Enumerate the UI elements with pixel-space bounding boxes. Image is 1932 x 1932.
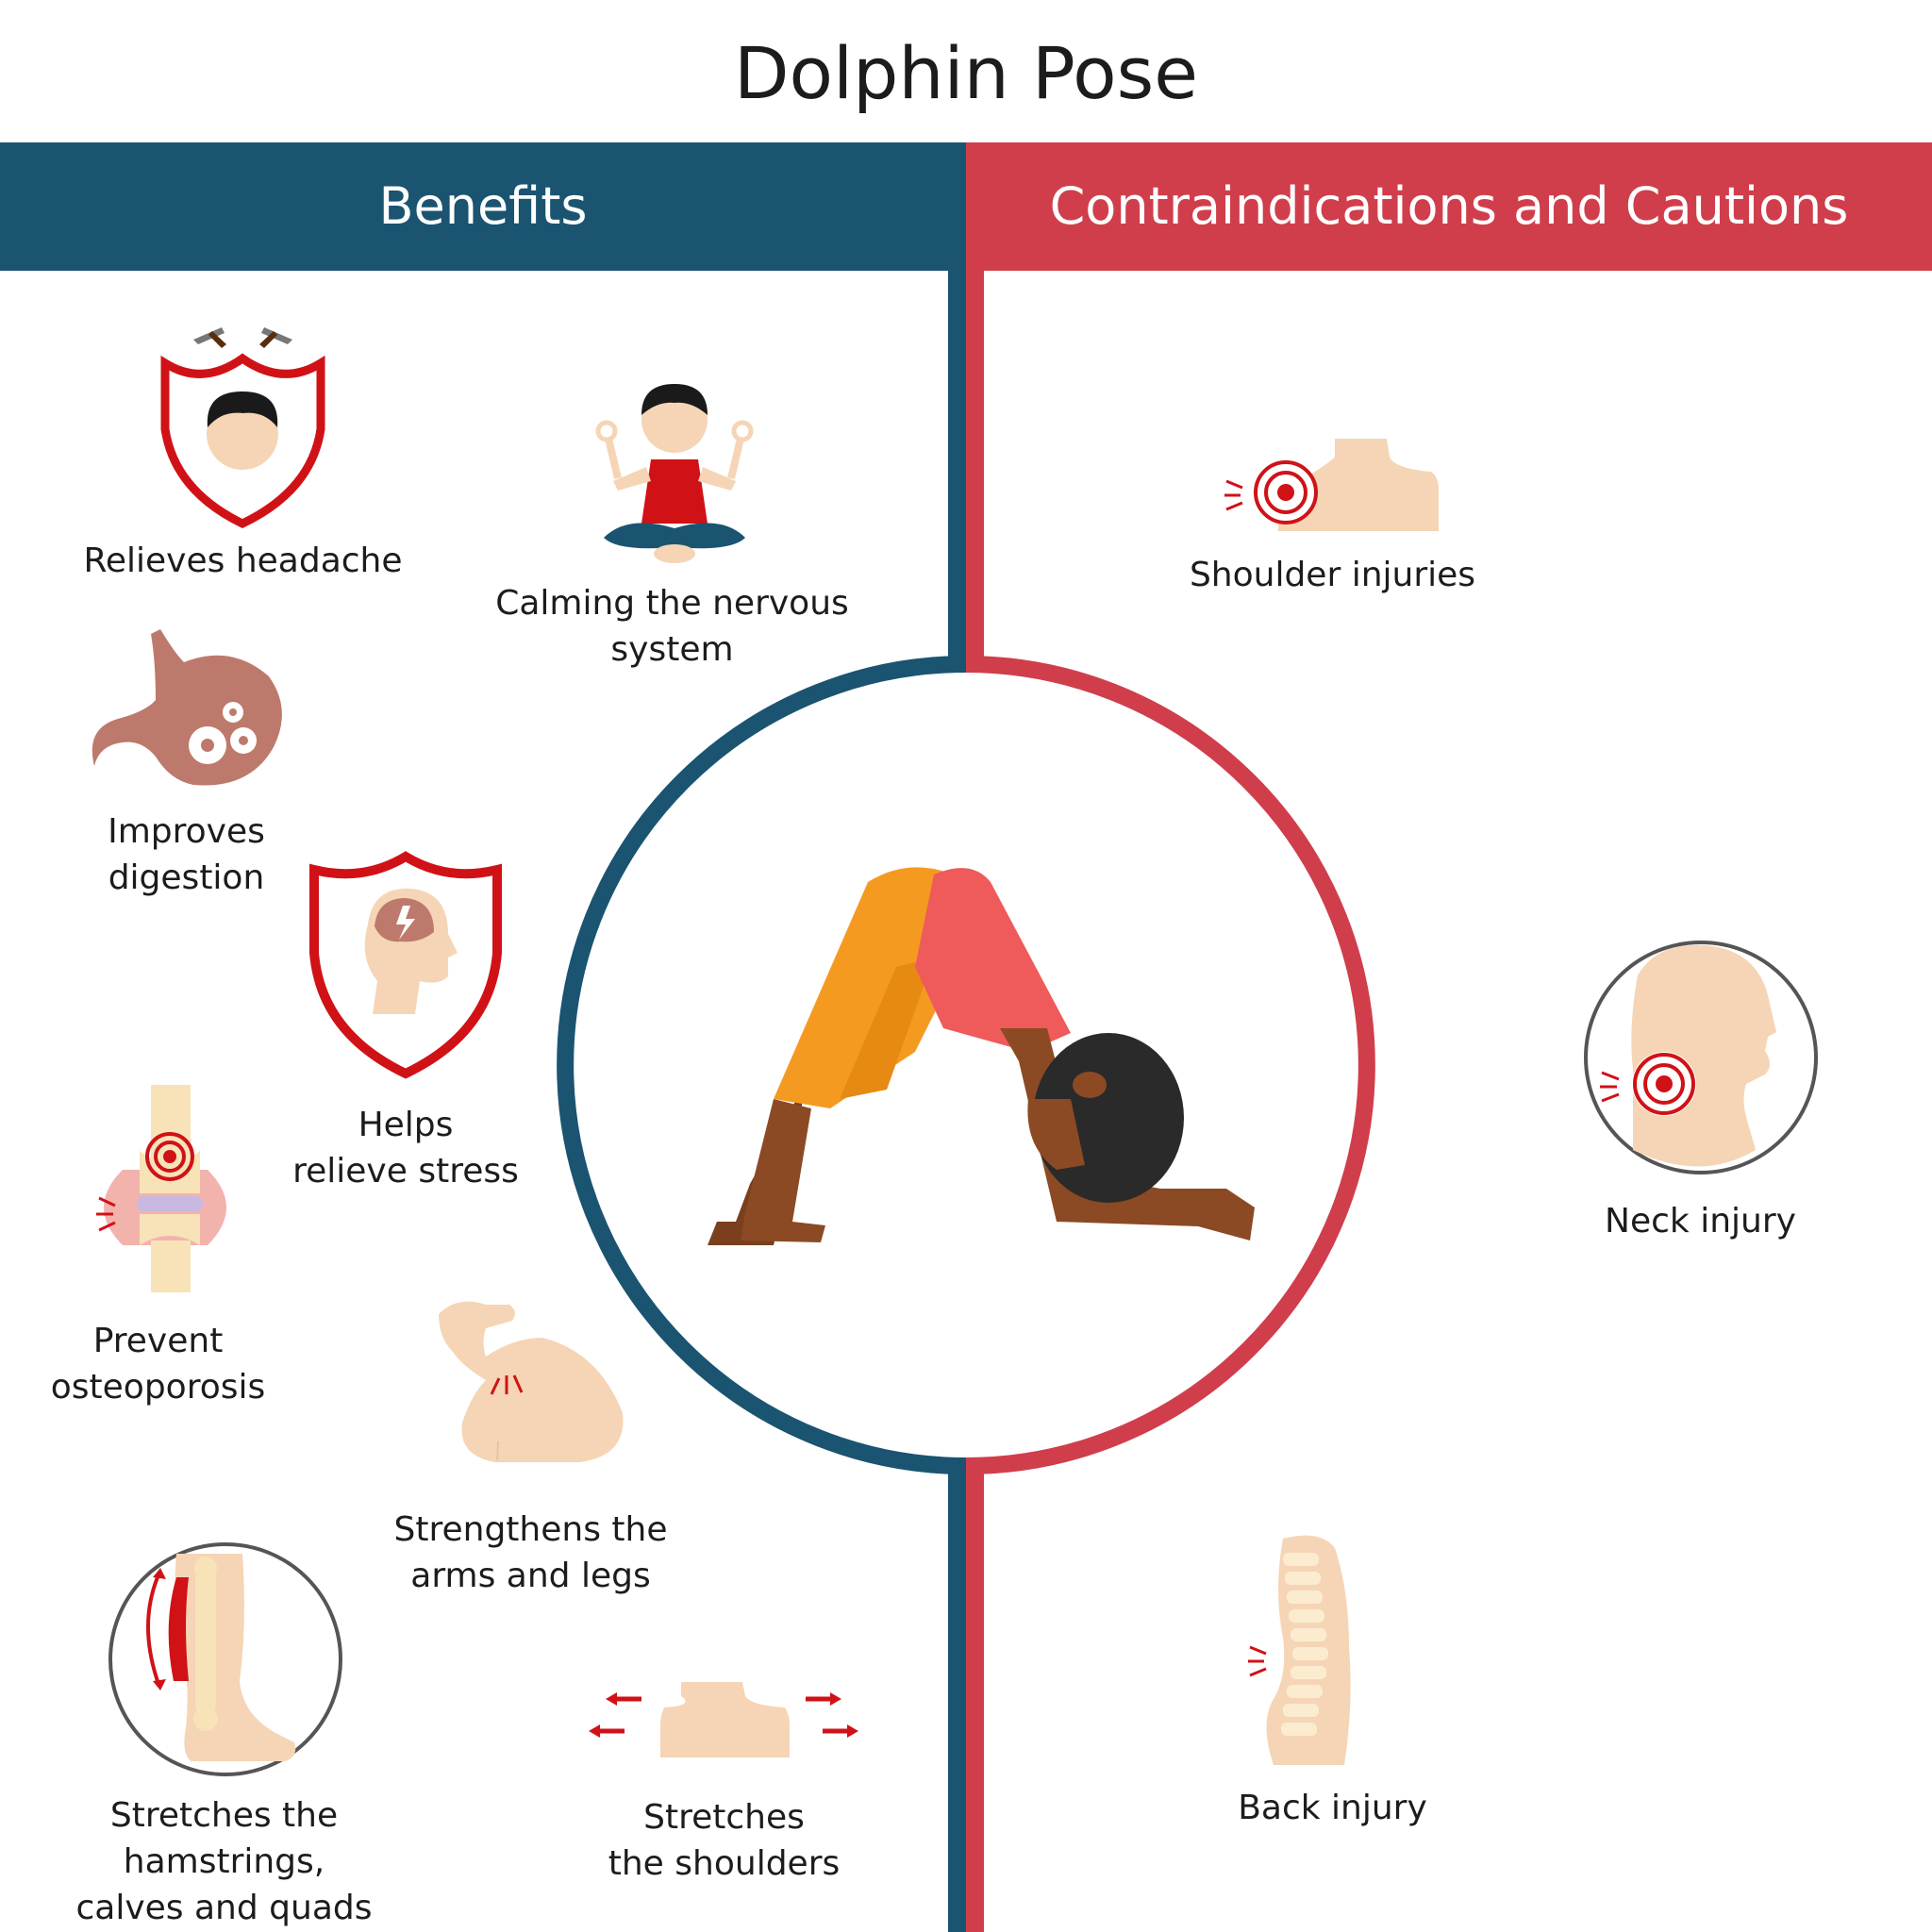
benefit-label-prevent-osteoporosis: Prevent osteoporosis — [50, 1322, 266, 1407]
benefit-label-relieves-headache: Relieves headache — [83, 541, 403, 580]
shoulders-stretch-icon — [589, 1682, 858, 1757]
contra-divider-bottom — [966, 1457, 984, 1932]
flexed-arm-icon — [439, 1301, 624, 1462]
neck-pain-icon — [1584, 941, 1818, 1174]
benefit-label-improves-digestion: Improves digestion — [108, 812, 265, 897]
knee-joint-icon — [96, 1085, 226, 1292]
benefits-divider-top — [948, 271, 966, 672]
caution-label-shoulder-injuries: Shoulder injuries — [1189, 556, 1476, 594]
shield-brain-icon — [309, 851, 502, 1079]
caution-label-back-injury: Back injury — [1238, 1789, 1427, 1827]
benefits-header: Benefits — [0, 142, 966, 271]
stomach-gears-icon — [92, 629, 282, 786]
benefit-label-stretches-shoulders: Stretches the shoulders — [608, 1798, 841, 1883]
spine-pain-icon — [1248, 1535, 1351, 1765]
page-title: Dolphin Pose — [734, 31, 1198, 115]
meditation-icon — [595, 384, 754, 563]
shield-head-icon — [160, 327, 325, 528]
benefit-label-stretches-hamstrings: Stretches the hamstrings, calves and qua… — [75, 1796, 373, 1927]
benefits-divider-bottom — [948, 1457, 966, 1932]
leg-muscle-icon — [108, 1542, 342, 1776]
central-pose-circle — [557, 656, 1375, 1474]
contra-divider-top — [966, 271, 984, 672]
caution-label-neck-injury: Neck injury — [1605, 1202, 1796, 1241]
benefit-label-strengthens-arms-legs: Strengthens the arms and legs — [393, 1510, 668, 1595]
contraindications-header: Contraindications and Cautions — [966, 142, 1932, 271]
dolphin-pose-figure-icon — [708, 867, 1255, 1245]
benefit-label-helps-relieve-stress: Helps relieve stress — [292, 1106, 519, 1191]
benefit-label-calming-nervous-system: Calming the nervous system — [495, 584, 849, 669]
shoulder-pain-icon — [1224, 439, 1439, 531]
